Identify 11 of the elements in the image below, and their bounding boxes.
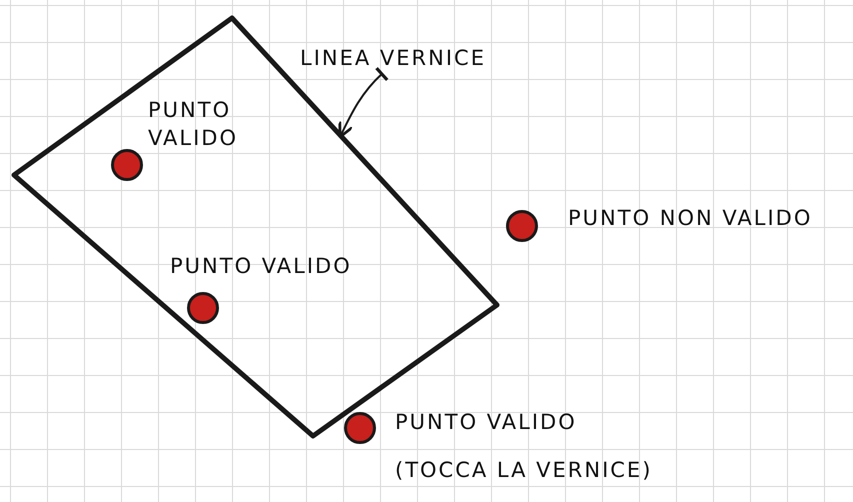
point-label: PUNTO VALIDO [170, 253, 352, 280]
point-label: PUNTO VALIDO [148, 97, 239, 152]
point-label: PUNTO NON VALIDO [568, 205, 812, 232]
point-label: PUNTO VALIDO [395, 409, 577, 436]
point-dot [506, 210, 538, 242]
point-label: (TOCCA LA VERNICE) [395, 457, 652, 484]
point-dot [111, 149, 143, 181]
leader-line [338, 66, 389, 138]
point-dot [187, 292, 219, 324]
callout-text: LINEA VERNICE [300, 44, 486, 72]
point-dot [344, 412, 376, 444]
